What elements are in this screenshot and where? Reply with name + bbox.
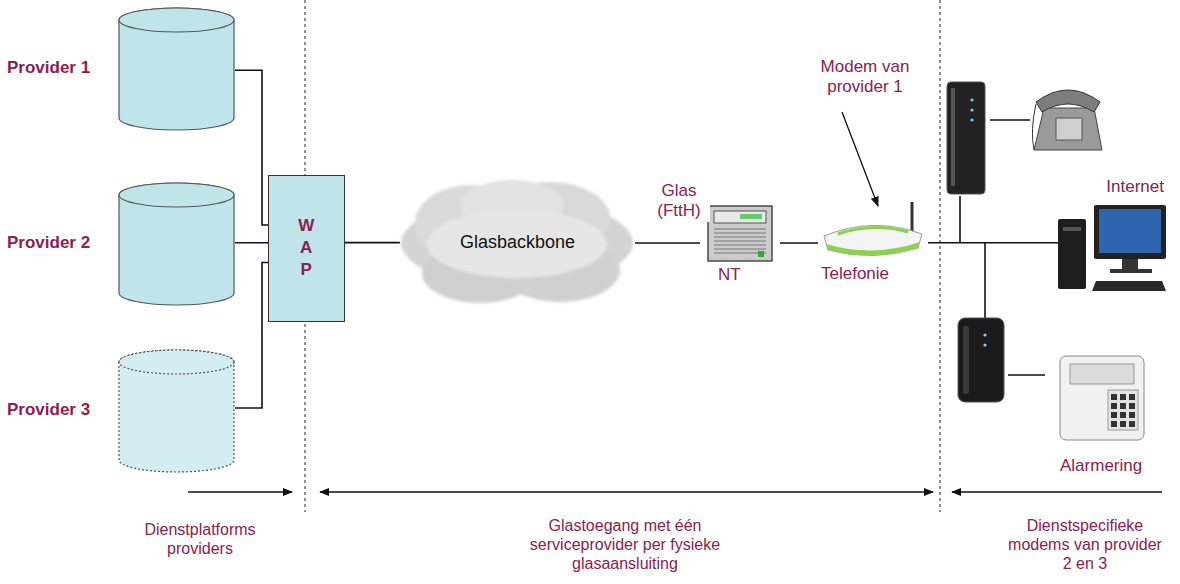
connector-line xyxy=(235,262,268,407)
provider-cylinder: Provider 1 xyxy=(118,8,235,130)
connector-line xyxy=(235,70,268,225)
range-arrow xyxy=(188,491,292,492)
edge-label: Glas (FttH) xyxy=(648,181,710,222)
connector-line xyxy=(780,242,818,244)
node-label: Glasbackbone xyxy=(460,232,575,254)
modem-provider-2 xyxy=(947,82,985,194)
alarm-panel-shape xyxy=(1058,352,1148,444)
callout-label: Modem van provider 1 xyxy=(795,57,935,98)
provider-cylinder: Provider 3 xyxy=(118,350,235,472)
node-label: Telefonie xyxy=(821,264,889,284)
connector-line xyxy=(345,242,400,244)
telephone xyxy=(1032,90,1102,150)
wire xyxy=(959,196,961,243)
range-arrow xyxy=(952,491,1162,492)
computer: Internet xyxy=(1058,205,1168,293)
alarm-panel: Alarmering xyxy=(1058,352,1148,444)
computer-shape xyxy=(1058,205,1168,293)
access-point-box: WAP xyxy=(268,175,345,322)
backbone-cloud: Glasbackbone xyxy=(400,178,635,308)
provider-cylinder-shape xyxy=(118,183,235,305)
modem-router-shape xyxy=(818,200,928,262)
network-terminal: NT xyxy=(700,205,780,263)
network-terminal-shape xyxy=(700,205,780,263)
zone-label: Dienstspecifieke modems van provider 2 e… xyxy=(1005,516,1165,574)
node-label: WAP xyxy=(298,215,315,281)
wire xyxy=(984,243,986,318)
provider-cylinder: Provider 2 xyxy=(118,183,235,305)
connector-line xyxy=(928,242,1058,244)
divider-line xyxy=(940,0,941,512)
callout-arrow xyxy=(842,112,878,206)
zone-label: Glastoegang met één serviceprovider per … xyxy=(525,516,725,574)
node-label: Internet xyxy=(1106,177,1164,197)
node-label: Provider 3 xyxy=(7,400,90,420)
provider-cylinder-shape xyxy=(118,8,235,130)
wire xyxy=(990,119,1030,121)
modem-provider-3 xyxy=(958,318,1004,402)
modem-router: Telefonie xyxy=(818,200,928,262)
provider-cylinder-shape xyxy=(118,350,235,472)
node-label: Alarmering xyxy=(1060,456,1142,476)
zone-label: Dienstplatforms providers xyxy=(125,520,275,558)
wire xyxy=(1008,374,1045,376)
connector-line xyxy=(635,242,700,244)
range-arrow xyxy=(320,491,933,492)
connector-line xyxy=(235,242,268,244)
node-label: Provider 1 xyxy=(7,58,90,78)
node-label: Provider 2 xyxy=(7,233,90,253)
node-label: NT xyxy=(718,265,741,285)
